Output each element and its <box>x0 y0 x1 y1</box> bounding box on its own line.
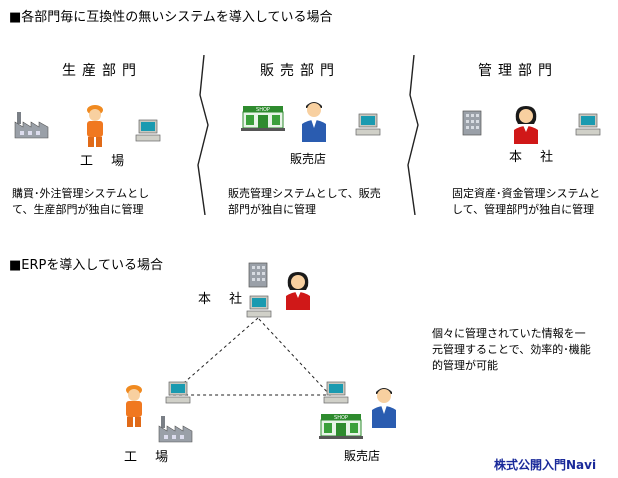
salesman-icon <box>302 102 326 142</box>
computer-icon <box>165 381 191 404</box>
hq-label: 本 社 <box>509 150 561 165</box>
department-admin-title: 管理部門 <box>478 63 558 79</box>
store-icon: SHOP <box>241 106 285 131</box>
computer-icon <box>575 113 601 136</box>
office-building-icon <box>248 262 268 288</box>
erp-factory-label: 工 場 <box>124 450 176 465</box>
computer-icon <box>246 295 272 318</box>
brand-logo-text: 株式公開入門Navi <box>494 458 597 472</box>
erp-store-label: 販売店 <box>344 449 381 463</box>
production-description: 購買･外注管理システムとし て、生産部門が独自に管理 <box>12 187 150 216</box>
store-icon: SHOP <box>319 414 363 439</box>
office-building-icon <box>462 110 482 136</box>
section2-title: ■ERPを導入している場合 <box>9 258 163 273</box>
zigzag-divider-right <box>407 55 419 215</box>
department-sales-title: 販売部門 <box>260 63 340 79</box>
computer-icon <box>355 113 381 136</box>
computer-icon <box>323 381 349 404</box>
woman-employee-icon <box>514 106 538 144</box>
erp-hq-label: 本 社 <box>198 292 250 307</box>
factory-icon <box>158 416 193 443</box>
zigzag-divider-left <box>197 55 209 215</box>
store-label: 販売店 <box>290 152 327 166</box>
computer-icon <box>135 119 161 142</box>
svg-text:SHOP: SHOP <box>256 107 270 113</box>
worker-icon <box>87 105 103 147</box>
svg-text:SHOP: SHOP <box>334 415 348 421</box>
factory-label: 工 場 <box>80 154 132 169</box>
department-production-title: 生産部門 <box>62 63 142 79</box>
erp-benefit-note: 個々に管理されていた情報を一 元管理することで、効率的･機能 的管理が可能 <box>432 327 591 372</box>
factory-icon <box>14 112 49 139</box>
section1-title: ■各部門毎に互換性の無いシステムを導入している場合 <box>9 10 333 25</box>
woman-employee-icon <box>286 272 310 310</box>
admin-description: 固定資産･資金管理システムと して、管理部門が独自に管理 <box>452 187 601 216</box>
sales-description: 販売管理システムとして、販売 部門が独自に管理 <box>228 187 381 216</box>
salesman-icon <box>372 388 396 428</box>
worker-icon <box>126 385 142 427</box>
